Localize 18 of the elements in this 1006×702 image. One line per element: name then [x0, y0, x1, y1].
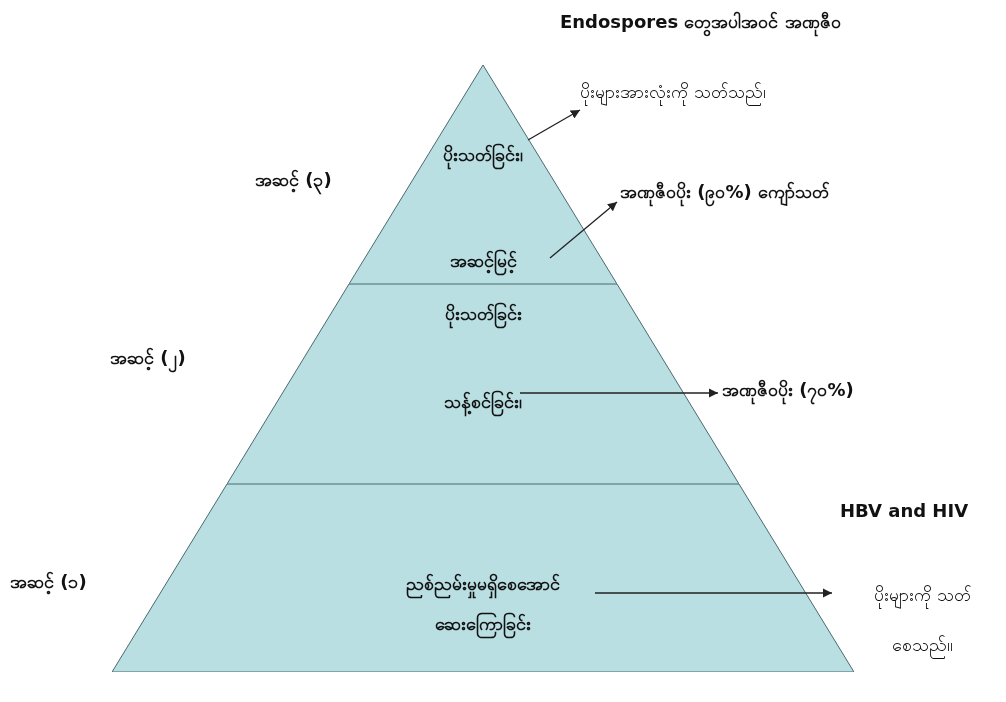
note-text: ပိုးများအားလုံးကို သတ်သည်၊	[580, 80, 766, 107]
tier-text: သန့်စင်ခြင်း၊	[444, 390, 522, 417]
tier-text: ပိုးသတ်ခြင်း	[444, 302, 522, 329]
note-heading: HBV and HIV	[840, 500, 969, 521]
arrow	[549, 201, 618, 259]
level-label: အဆင့် (၃)	[255, 168, 332, 195]
arrow	[519, 388, 719, 398]
note-heading: Endospores တွေအပါအဝင် အဏုဇီဝ	[560, 10, 841, 37]
tier-text: ညစ်ညမ်းမှုမရှိစေအောင် ဆေးကြောခြင်း	[383, 564, 583, 644]
tier-text: အဆင့်မြင့်	[449, 249, 517, 276]
level-label: အဆင့် (၂)	[110, 346, 186, 373]
arrow	[594, 588, 833, 598]
note-text: အဏုဇီဝပိုး (၉၀%) ကျော်သတ်	[620, 180, 830, 207]
note-text: ပိုးများကို သတ်စေသည်။	[872, 570, 973, 670]
tier-text: ပိုးသတ်ခြင်း၊	[443, 143, 523, 170]
arrow	[527, 109, 581, 141]
note-text: အဏုဇီဝပိုး (၇၀%)	[722, 378, 854, 405]
level-label: အဆင့် (၁)	[10, 570, 87, 597]
